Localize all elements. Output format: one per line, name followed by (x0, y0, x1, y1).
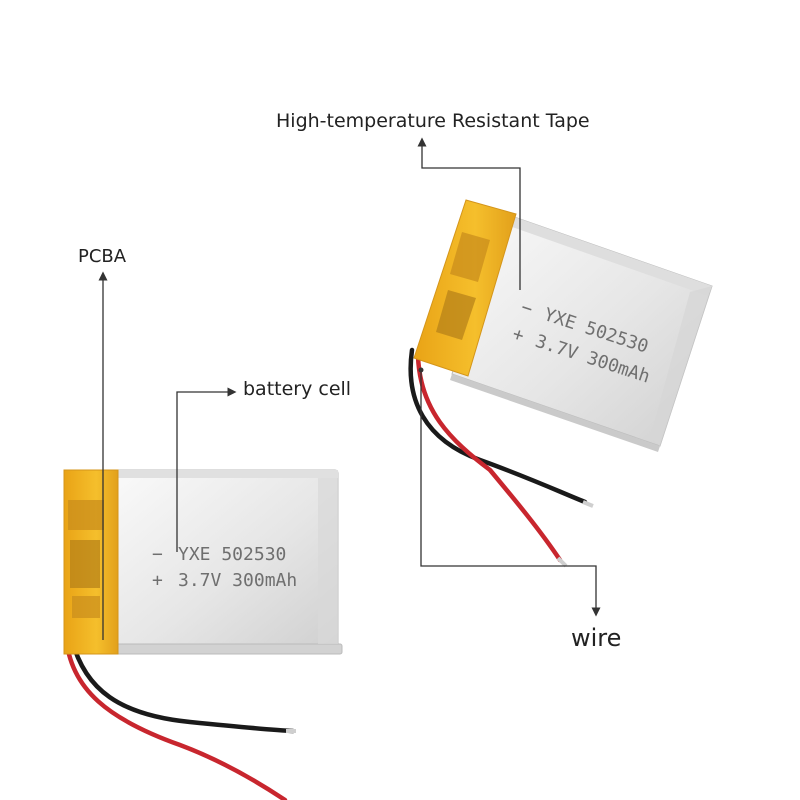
arrow-down-icon (420, 370, 601, 617)
annotations (98, 137, 601, 640)
arrow-right-icon (176, 387, 237, 552)
red-wire-right (415, 353, 563, 563)
battery-right: − YXE 502530 + 3.7V 300mAh (408, 199, 713, 568)
cell-print-line1-left: YXE 502530 (178, 544, 286, 565)
label-pcba: PCBA (78, 246, 127, 267)
arrow-up-icon (417, 137, 521, 290)
cell-print-minus-left: − (152, 544, 163, 565)
label-high-temperature-tape: High-temperature Resistant Tape (276, 110, 590, 132)
red-wire-left (63, 633, 288, 800)
cell-print-plus-left: + (152, 570, 163, 591)
cell-print-line2-left: 3.7V 300mAh (178, 570, 297, 591)
black-wire-left (69, 637, 296, 734)
battery-left: − YXE 502530 + 3.7V 300mAh (63, 469, 343, 800)
label-battery-cell: battery cell (243, 378, 352, 400)
label-wire: wire (571, 624, 622, 652)
